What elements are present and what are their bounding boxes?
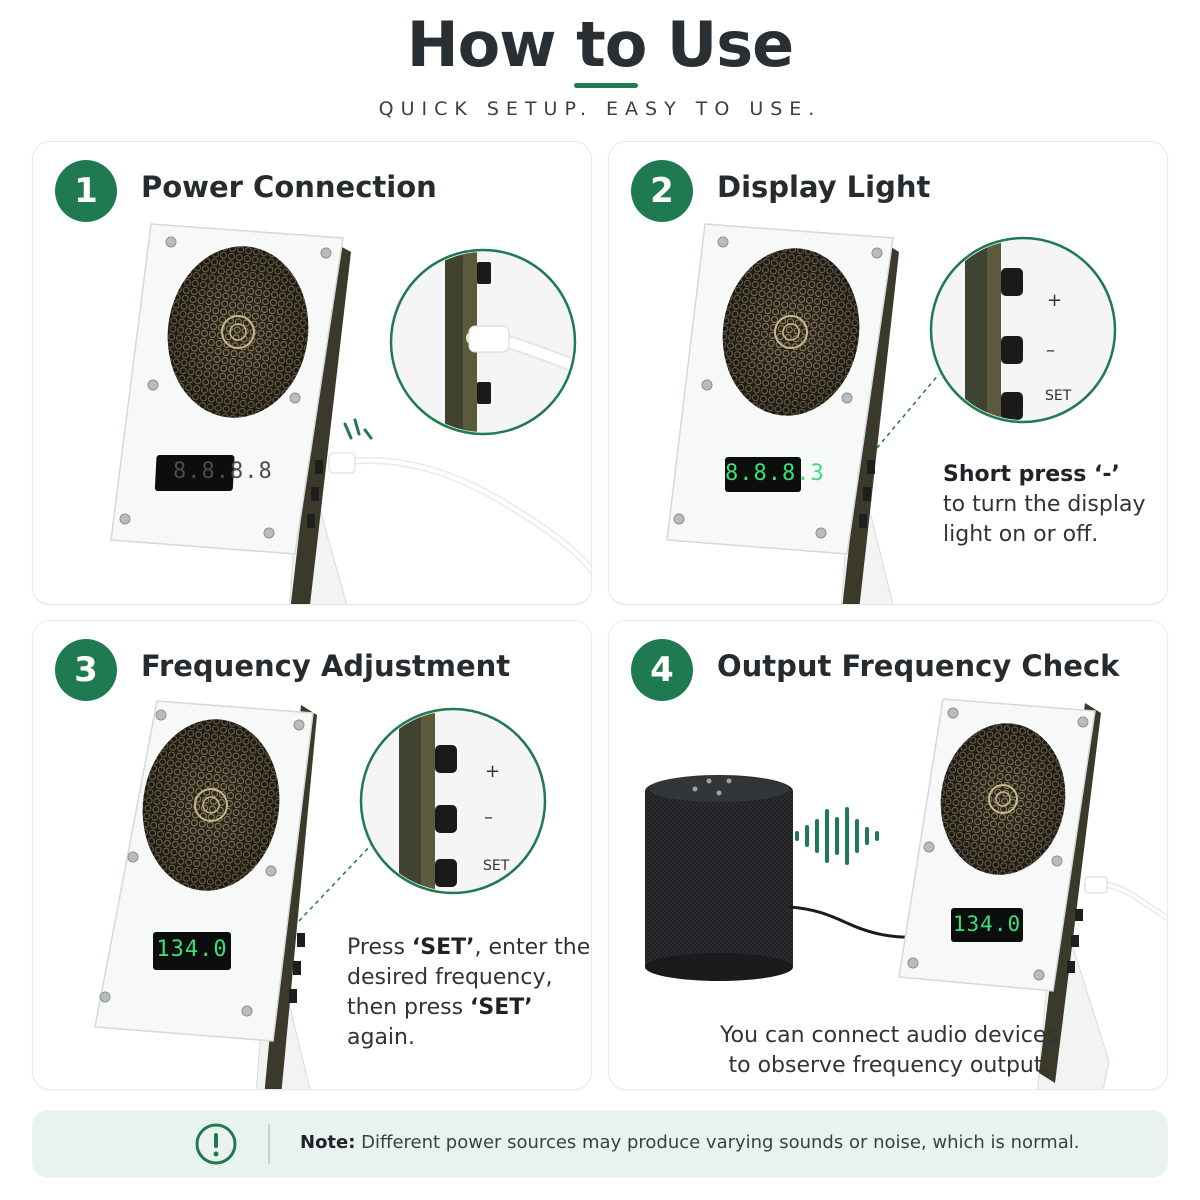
caption-line: to turn the display bbox=[943, 492, 1146, 517]
caption-line: desired frequency, bbox=[347, 965, 553, 990]
step-card-power-connection: 1 Power Connection bbox=[32, 141, 592, 605]
frequency-device-illustration bbox=[110, 223, 591, 604]
zoom-set-label: SET bbox=[483, 858, 510, 874]
step-number-badge: 2 bbox=[631, 160, 693, 222]
zoom-set-label: SET bbox=[1045, 388, 1072, 404]
frequency-device-illustration bbox=[94, 700, 547, 1089]
caption-text: again. bbox=[347, 1025, 415, 1050]
step-number-badge: 1 bbox=[55, 160, 117, 222]
led-display: 134.0 bbox=[156, 937, 228, 962]
frequency-device-illustration bbox=[666, 223, 1117, 604]
note-bar: Note: Different power sources may produc… bbox=[32, 1110, 1168, 1178]
caption-text: then press bbox=[347, 995, 471, 1020]
caption-emphasis: ‘SET’ bbox=[411, 935, 475, 960]
led-display: 8.8.8.3 bbox=[725, 461, 825, 486]
step-card-display-light: 2 Display Light + – SET 8.8. bbox=[608, 141, 1168, 605]
page-subtitle: QUICK SETUP. EASY TO USE. bbox=[378, 98, 822, 120]
zoom-plus-label: + bbox=[1047, 290, 1063, 311]
step-caption: Press ‘SET’, enter the desired frequency… bbox=[347, 933, 591, 1053]
caption-emphasis: ‘SET’ bbox=[470, 995, 533, 1020]
caption-line: You can connect audio devices bbox=[720, 1023, 1058, 1048]
note-label: Note: bbox=[300, 1132, 356, 1153]
led-display: 134.0 bbox=[952, 912, 1022, 936]
step-title: Display Light bbox=[717, 170, 931, 204]
caption-text: Press bbox=[347, 935, 412, 960]
step-caption: You can connect audio devices to observe… bbox=[609, 1021, 1167, 1081]
title-underline bbox=[574, 83, 638, 88]
caption-line: to observe frequency output. bbox=[728, 1053, 1050, 1078]
caption-text: , enter the bbox=[474, 935, 591, 960]
caption-emphasis: Short press ‘-’ bbox=[943, 462, 1120, 487]
zoom-minus-label: – bbox=[1046, 340, 1055, 361]
page-title: How to Use bbox=[406, 8, 794, 81]
step-caption: Short press ‘-’ to turn the display ligh… bbox=[943, 460, 1145, 550]
step-card-frequency-adjustment: 3 Frequency Adjustment + – SET 134.0 bbox=[32, 620, 592, 1090]
led-display: 8.8.8.8 bbox=[173, 459, 273, 484]
step-title: Frequency Adjustment bbox=[141, 649, 511, 683]
note-message: Different power sources may produce vary… bbox=[355, 1132, 1080, 1153]
speaker-and-device-illustration bbox=[645, 698, 1167, 1089]
step-number-badge: 3 bbox=[55, 639, 117, 701]
note-divider bbox=[268, 1124, 270, 1164]
step-title: Power Connection bbox=[141, 170, 437, 204]
zoom-plus-label: + bbox=[485, 761, 501, 782]
exclamation-circle-icon bbox=[195, 1123, 237, 1165]
note-text: Note: Different power sources may produc… bbox=[300, 1132, 1079, 1153]
caption-line: light on or off. bbox=[943, 522, 1099, 547]
step-title: Output Frequency Check bbox=[717, 649, 1120, 683]
step-number-badge: 4 bbox=[631, 639, 693, 701]
step-card-output-frequency-check: 4 Output Frequency Check bbox=[608, 620, 1168, 1090]
zoom-minus-label: – bbox=[484, 807, 493, 828]
